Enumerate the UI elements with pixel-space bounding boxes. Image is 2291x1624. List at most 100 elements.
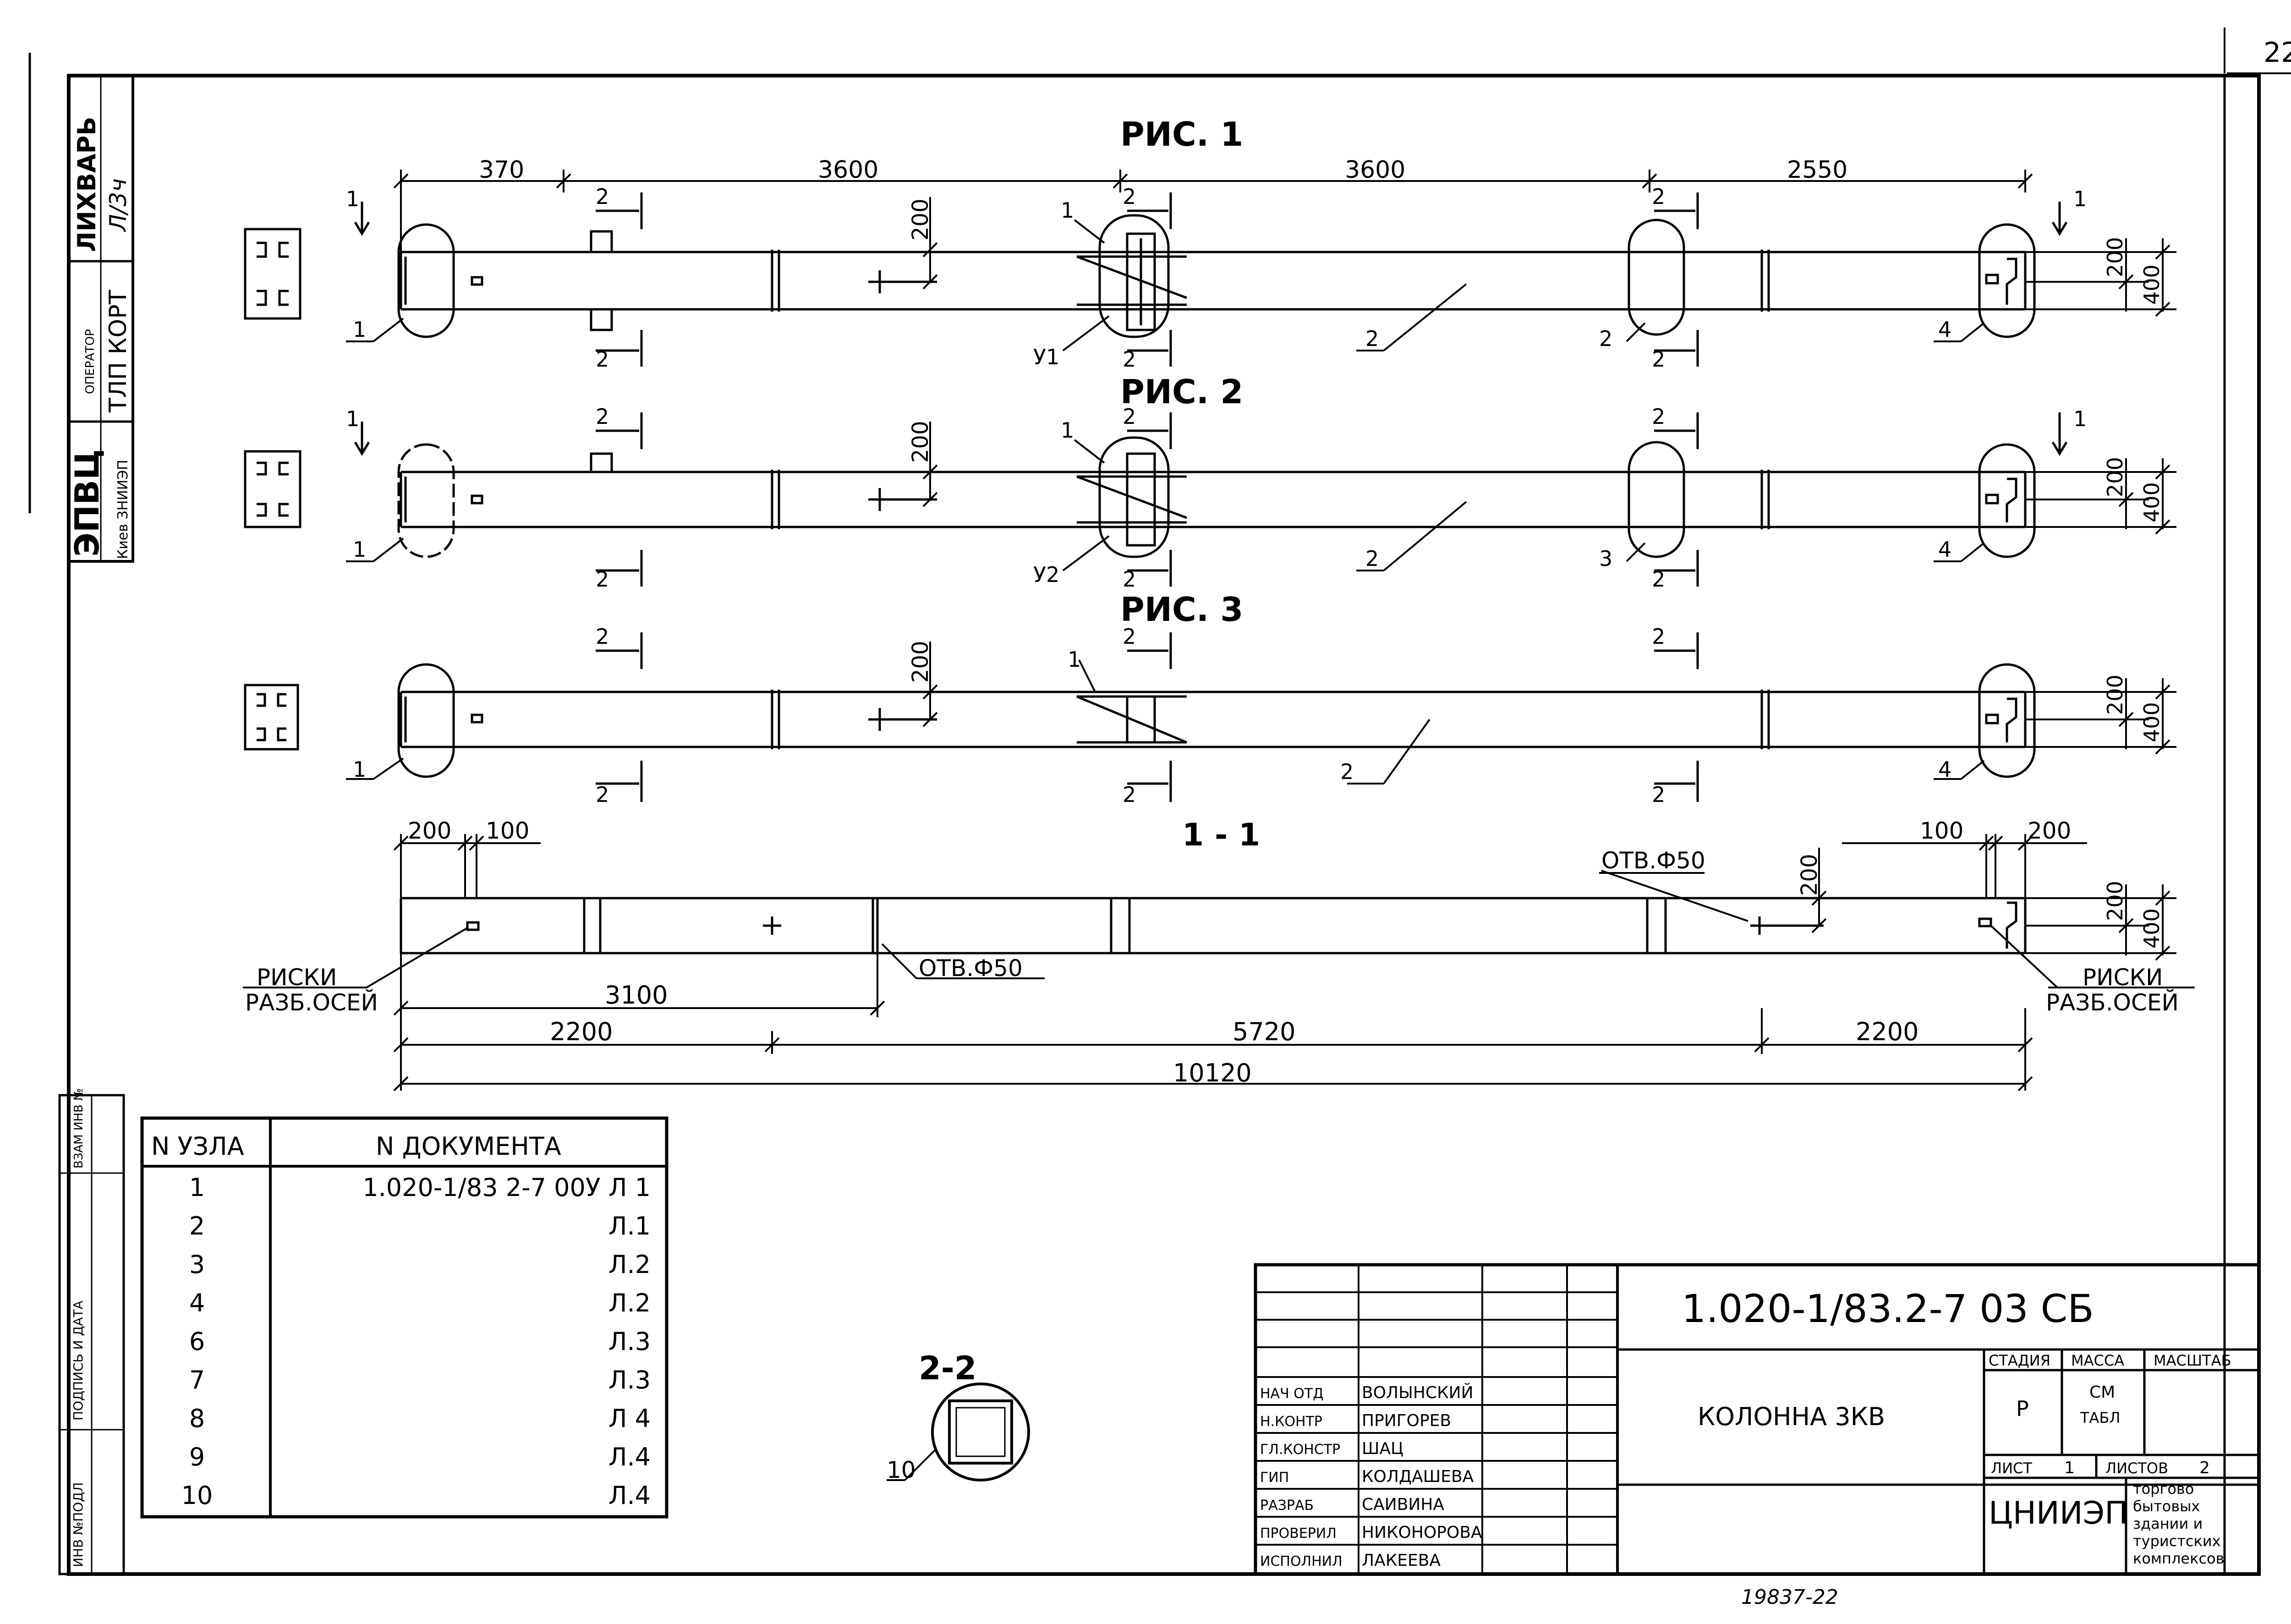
figure-3: РИС. 3 [244,590,2176,807]
dim-bottom-2200-right: 2200 [1856,1017,1918,1046]
stamp-operator-label: ОПЕРАТОР [83,329,97,394]
sec-2-b-f2: 2 [596,567,609,592]
sec-1-right-f2: 1 [2073,406,2087,431]
staff-name: САИВИНА [1362,1495,1444,1514]
section-2-2-title: 2-2 [919,1350,976,1387]
top-dimension-chain [393,170,2033,257]
org-name: ЦНИИЭП [1989,1495,2128,1531]
node-2-f1: 2 [1599,326,1612,351]
marks-right-1: РИСКИ [2083,964,2163,991]
side-stamp: ЛИХВАРЬ Л/3ч ОПЕРАТОР ТЛП КОРТ ЭПВЦ Киев… [67,74,134,563]
dim-200-f3: 200 [908,641,933,683]
sheet-label: ЛИСТ [1991,1459,2032,1477]
page-number: 22 [2264,37,2291,69]
sec-2-e-f2: 2 [1652,404,1665,429]
staff-name: ШАЦ [1362,1439,1403,1458]
sec-2-f-f1: 2 [1652,347,1665,372]
column-body-2 [400,452,2027,547]
sec-1-left-f1: 1 [346,187,359,211]
dim-200-sec: 200 [1797,854,1822,896]
inv-no-label: ИНВ №ПОДЛ [71,1482,86,1567]
dim-end-400-sec: 400 [2139,908,2164,949]
section-marks-2 [354,412,2068,587]
node-1-f3: 1 [353,757,366,782]
staff-role: ИСПОЛНИЛ [1260,1553,1343,1569]
sheets-label: ЛИСТОВ [2105,1459,2168,1477]
node-1-top-f1: 1 [1061,198,1074,223]
node-1-f1: 1 [353,317,366,342]
sec-2-d-f1: 2 [1123,347,1136,372]
node-4-f2: 4 [1938,537,1951,562]
marks-left-1: РИСКИ [257,964,337,991]
node-1-top-f3: 1 [1068,647,1081,672]
mass-value-1: СМ [2089,1383,2115,1402]
node-number: 3 [189,1250,205,1279]
node-document: Л.4 [608,1481,651,1510]
dim-end-200-f2: 200 [2103,457,2127,497]
dim-total-10120: 10120 [1173,1059,1252,1087]
marks-left-2: РАЗБ.ОСЕЙ [245,989,378,1016]
dim-top-2550: 2550 [1787,156,1847,184]
staff-role: РАЗРАБ [1260,1498,1314,1514]
figure-2: РИС. 2 [244,373,2176,592]
node-number: 8 [189,1404,205,1433]
staff-role: НАЧ ОТД [1260,1386,1324,1402]
sec-2-b-f1: 2 [596,347,609,372]
sec-2-c-f2: 2 [1123,404,1136,429]
staff-name: КОЛДАШЕВА [1362,1467,1474,1486]
sheet-no: 1 [2064,1459,2075,1477]
left-margin: ВЗАМ ИНВ № ПОДПИСЬ И ДАТА ИНВ №ПОДЛ [58,1088,125,1575]
staff-role: ГИП [1260,1470,1289,1486]
dim-end-400-f3: 400 [2139,702,2164,742]
node-1-top-f2: 1 [1061,418,1074,443]
dim-sec-100-left: 100 [486,817,529,844]
sec-2-a-f2: 2 [596,404,609,429]
org-description-line: бытовых [2133,1498,2200,1515]
dim-end-200-f3: 200 [2103,675,2127,715]
doc-code: 1.020-1/83.2-7 03 СБ [1682,1286,2094,1331]
staff-role: ГЛ.КОНСТР [1260,1442,1340,1458]
marks-right-2: РАЗБ.ОСЕЙ [2046,989,2179,1016]
sheets-total: 2 [2199,1459,2210,1477]
node-number: 1 [189,1173,205,1202]
cross-section-icon-3 [244,684,299,751]
dim-end-400-f1: 400 [2139,264,2164,305]
dim-bottom-2200-left: 2200 [550,1017,613,1046]
dim-end-200-sec: 200 [2103,881,2127,921]
node-number: 10 [181,1481,213,1510]
node-document: 1.020-1/83 2-7 00У Л 1 [362,1173,651,1202]
stamp-signature: Л/3ч [105,178,132,232]
node-document: Л.2 [608,1289,651,1317]
node-4-f3: 4 [1938,757,1951,782]
dim-sec-200-left: 200 [408,817,451,844]
fig3-title: РИС. 3 [1120,590,1243,629]
sec-2-a-f3: 2 [596,624,609,649]
node-4-f1: 4 [1938,317,1951,342]
staff-name: ВОЛЫНСКИЙ [1362,1383,1474,1402]
section-beam [400,897,2027,955]
dim-top-370: 370 [479,156,524,184]
dim-3100: 3100 [605,981,668,1010]
fig1-title: РИС. 1 [1120,115,1243,154]
node-u2: У2 [1033,562,1059,587]
org-description-line: туристских [2133,1532,2221,1550]
signature-date-label: ПОДПИСЬ И ДАТА [71,1300,86,1421]
stamp-org: ЭПВЦ [68,449,106,557]
sec-2-c-f1: 2 [1123,184,1136,209]
node-2-body-f2: 2 [1365,546,1379,571]
node-number: 4 [189,1289,205,1317]
mass-value-2: ТАБЛ [2080,1409,2120,1426]
column-body-3 [400,690,2027,749]
stamp-name: ЛИХВАРЬ [72,117,101,252]
staff-role: ПРОВЕРИЛ [1260,1525,1337,1542]
figure-1: РИС. 1 370 3600 3600 2550 [244,115,2176,372]
sec-2-a-f1: 2 [596,184,609,209]
stamp-operator-value: ТЛП КОРТ [104,290,132,413]
dim-bottom-5720: 5720 [1233,1017,1295,1046]
stage-value: Р [2016,1396,2029,1421]
